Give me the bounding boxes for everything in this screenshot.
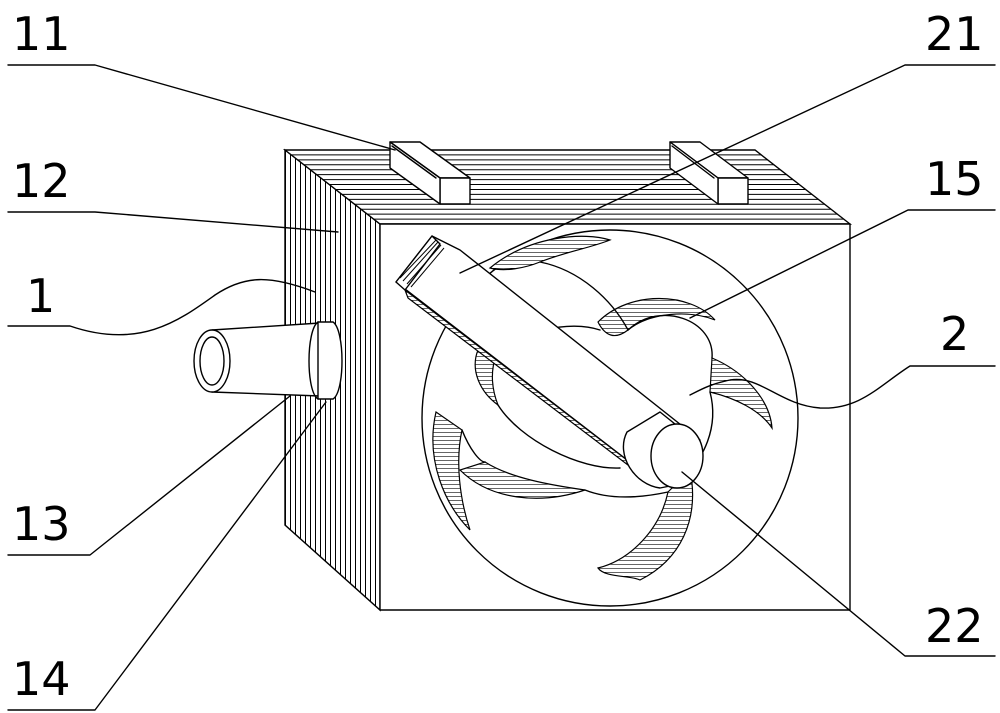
fin-stack-top xyxy=(282,149,853,225)
label-2: 2 xyxy=(940,307,969,361)
label-1: 1 xyxy=(26,269,55,323)
mounting-bracket-left xyxy=(389,141,471,205)
label-22: 22 xyxy=(925,599,984,653)
label-13: 13 xyxy=(12,497,71,551)
label-21: 21 xyxy=(925,7,984,61)
label-14: 14 xyxy=(12,652,71,706)
label-12: 12 xyxy=(12,154,71,208)
label-11: 11 xyxy=(12,7,71,61)
leader-lines xyxy=(7,64,996,711)
reference-labels: 11 21 12 15 1 2 13 22 14 xyxy=(12,7,984,706)
mounting-bracket-right xyxy=(669,141,749,205)
diagonal-tube xyxy=(395,235,701,479)
inlet-pipe xyxy=(193,321,343,400)
label-15: 15 xyxy=(925,152,984,206)
motor-hub xyxy=(622,411,704,489)
fan-blades xyxy=(432,235,773,581)
fan-housing xyxy=(421,229,799,607)
